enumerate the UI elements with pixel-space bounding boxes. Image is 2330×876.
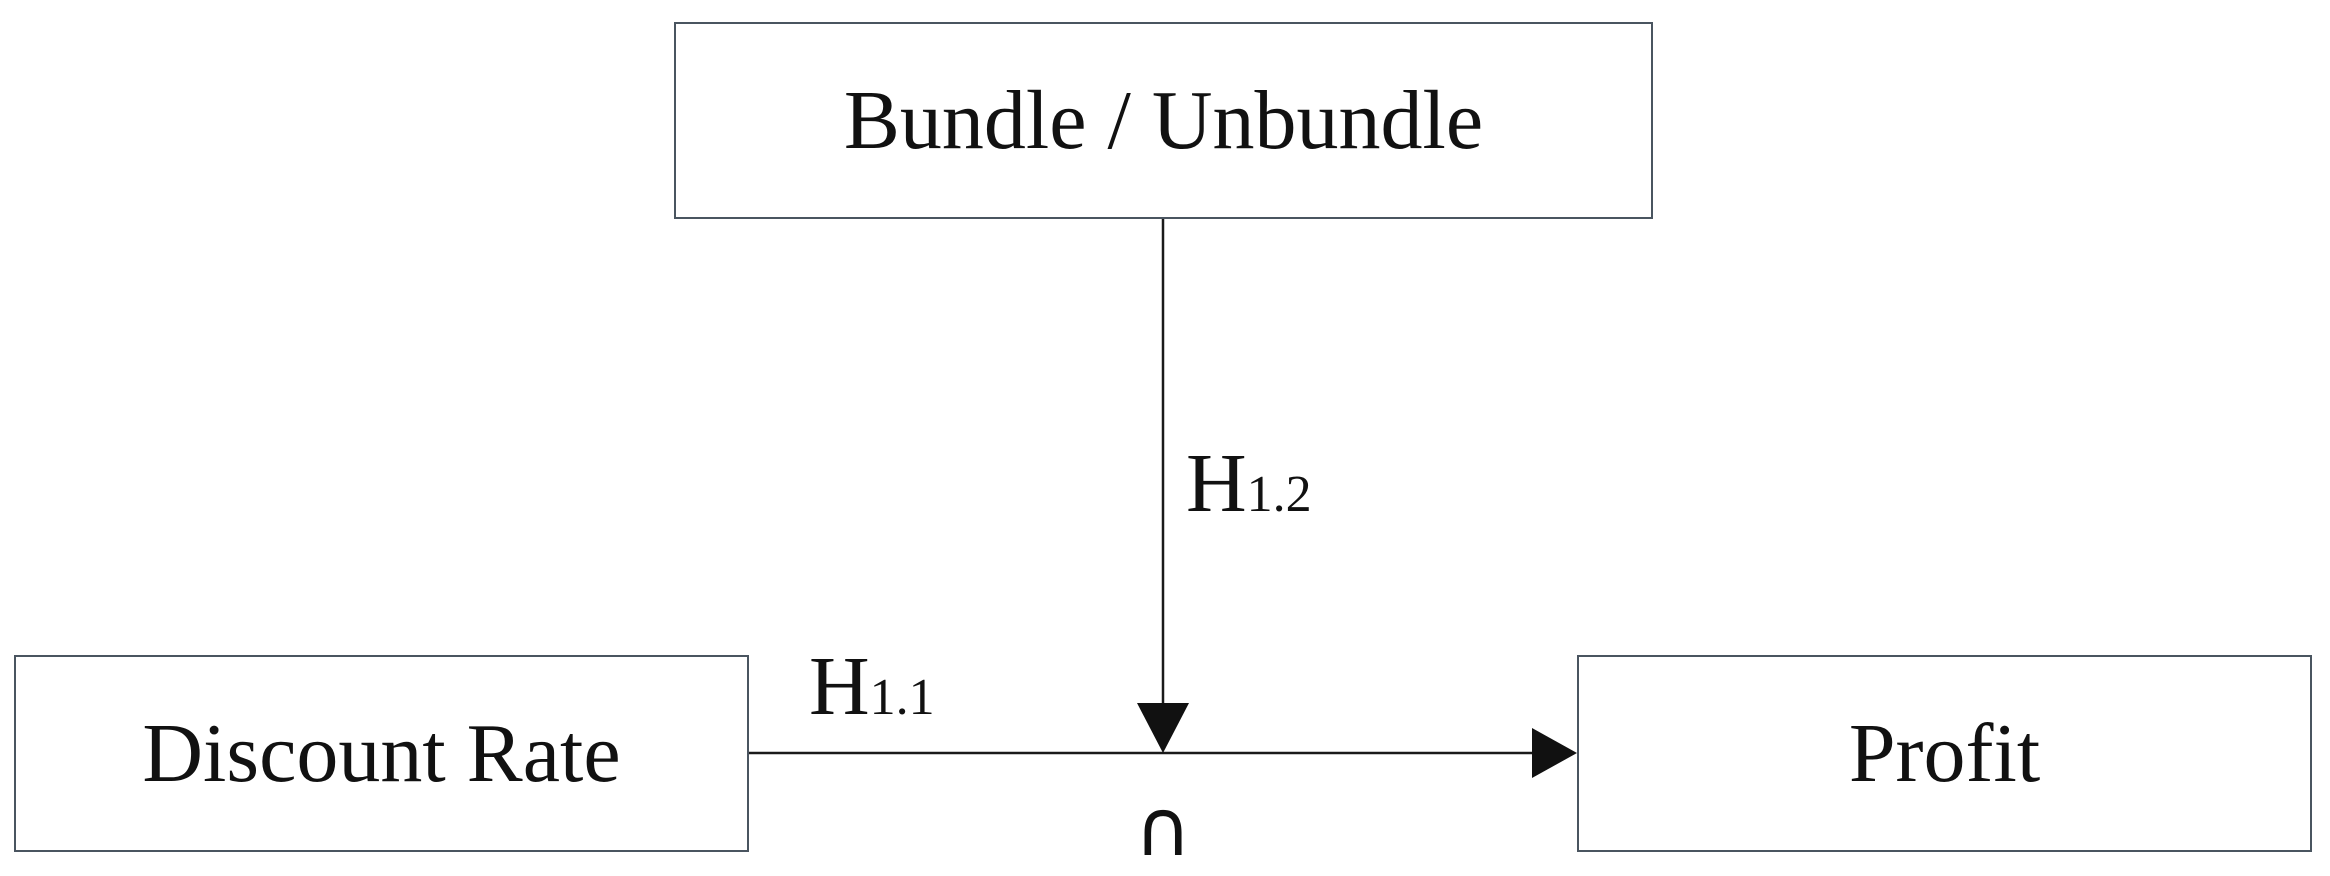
discount-rate-node: Discount Rate: [14, 655, 749, 852]
hypothesis-h12-label: H1.2: [1186, 442, 1312, 526]
hypothesis-h11-label: H1.1: [809, 645, 935, 729]
interaction-symbol: ∩: [1134, 784, 1191, 874]
bundle-unbundle-node: Bundle / Unbundle: [674, 22, 1653, 219]
profit-node: Profit: [1577, 655, 2312, 852]
profit-label: Profit: [1848, 707, 2041, 800]
hypothesis-h12-sub: 1.2: [1246, 466, 1312, 523]
hypothesis-h12-main: H: [1186, 437, 1247, 530]
bundle-unbundle-label: Bundle / Unbundle: [843, 74, 1484, 167]
arrow-h11-head: [1532, 728, 1577, 778]
hypothesis-h11-main: H: [809, 640, 870, 733]
discount-rate-label: Discount Rate: [142, 707, 621, 800]
hypothesis-h11-sub: 1.1: [869, 669, 935, 726]
arrow-h12-head: [1137, 703, 1189, 753]
